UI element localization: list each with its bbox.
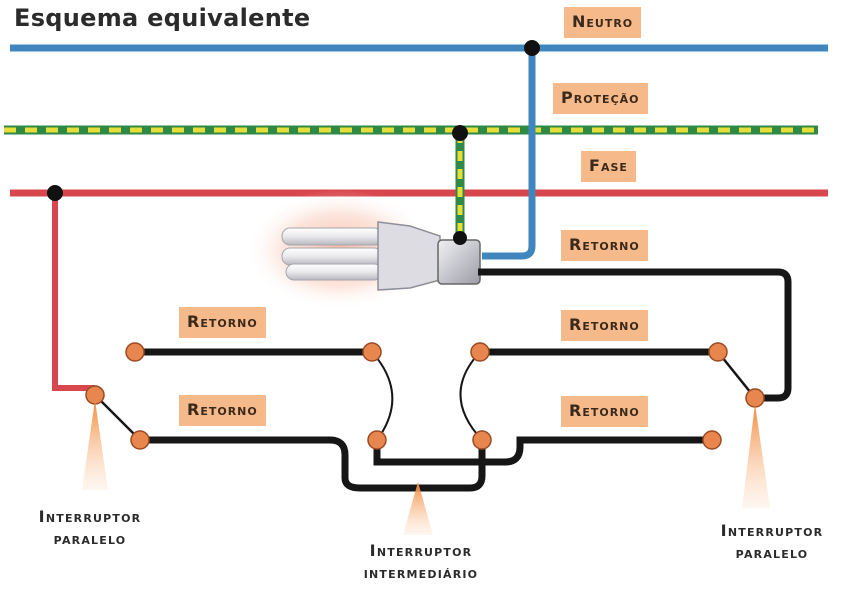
right-switch-label-line2: paralelo — [735, 544, 809, 562]
left-switch-label-line2: paralelo — [53, 530, 127, 548]
terminal-bottom-middle-right — [472, 430, 492, 450]
retorno-lamp-label: Retorno — [561, 230, 648, 261]
retorno-top-right-label: Retorno — [561, 310, 648, 341]
retorno-lamp-wire — [478, 268, 792, 402]
fase-label: Fase — [581, 151, 636, 182]
middle-switch-label: Interruptor intermediário — [318, 540, 524, 584]
right-switch-label: Interruptor paralelo — [682, 520, 862, 564]
left-switch-label: Interruptor paralelo — [2, 506, 178, 550]
lamp — [281, 221, 481, 291]
left-switch-lever — [94, 394, 141, 441]
left-switch-pointer — [82, 400, 108, 490]
terminal-bottom-left — [130, 430, 150, 450]
middle-switch-lever-left — [371, 351, 394, 441]
lamp-protecao-terminal — [453, 231, 467, 245]
terminal-top-middle-left — [362, 342, 382, 362]
right-switch-lever — [717, 351, 756, 399]
middle-switch-label-line2: intermediário — [363, 564, 479, 582]
neutro-junction — [524, 40, 540, 56]
fase-drop-wire — [52, 193, 95, 391]
terminal-top-right — [708, 342, 728, 362]
right-switch-pointer — [742, 404, 770, 508]
terminal-top-middle-right — [470, 342, 490, 362]
protecao-junction — [452, 125, 468, 141]
terminal-top-left — [125, 342, 145, 362]
fase-junction — [47, 185, 63, 201]
retorno-bottom-left-label: Retorno — [179, 395, 266, 426]
middle-switch-label-line1: Interruptor — [369, 541, 473, 560]
retorno-bottom-right-label: Retorno — [561, 396, 648, 427]
neutro-drop-wire — [482, 48, 536, 260]
terminal-bottom-middle-left — [367, 430, 387, 450]
neutro-label: Neutro — [564, 7, 642, 38]
terminal-bottom-right — [702, 430, 722, 450]
diagram-title: Esquema equivalente — [14, 4, 311, 32]
retorno-middle-link-wire — [373, 436, 712, 466]
retorno-top-left-label: Retorno — [179, 307, 266, 338]
middle-switch-pointer — [403, 482, 433, 535]
right-switch-label-line1: Interruptor — [720, 521, 824, 540]
protecao-label: Proteção — [553, 83, 648, 114]
retorno-bottom-left-wire — [140, 436, 486, 492]
left-switch-label-line1: Interruptor — [38, 507, 142, 526]
middle-switch-lever-right — [459, 351, 483, 441]
